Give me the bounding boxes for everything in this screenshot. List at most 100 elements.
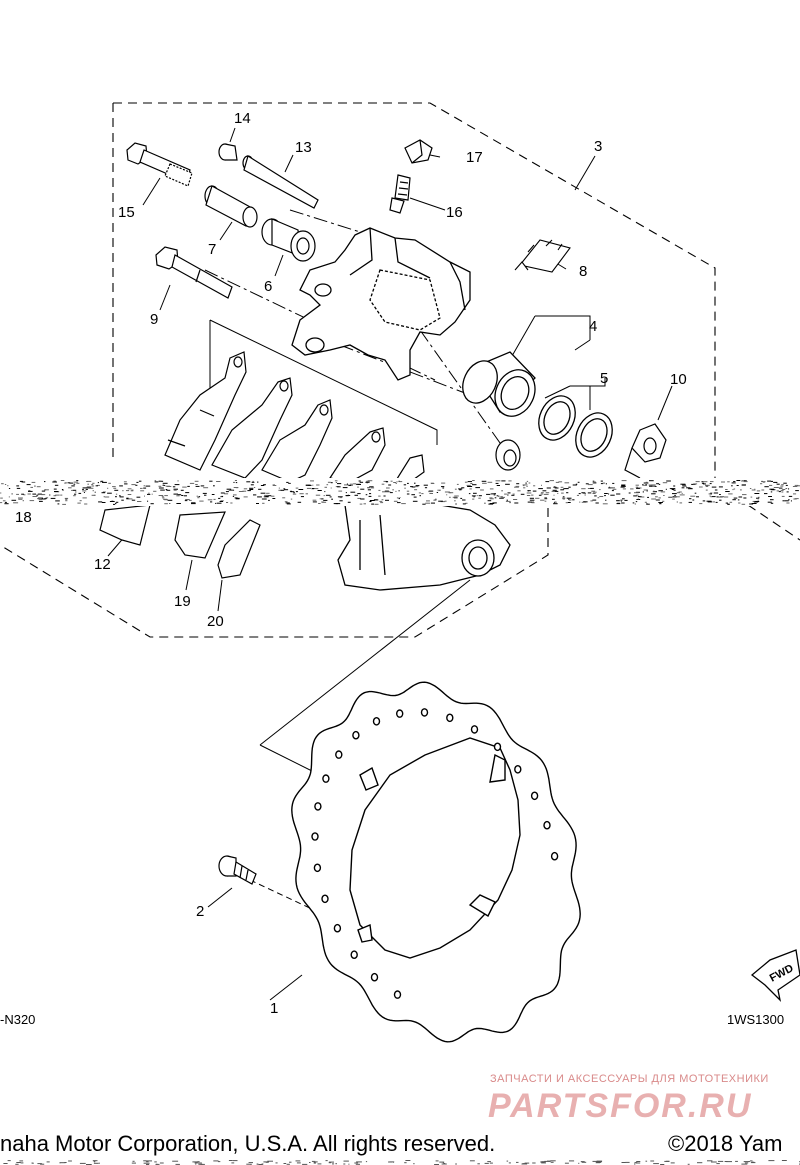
noise-dot (338, 490, 343, 492)
noise-dot (540, 492, 544, 494)
noise-dot (224, 493, 229, 495)
noise-dot (724, 1161, 728, 1162)
noise-dot (300, 496, 304, 498)
noise-dot (92, 490, 94, 492)
noise-dot (712, 501, 715, 503)
noise-dot (349, 483, 353, 485)
noise-dot (541, 1162, 546, 1164)
noise-dot (365, 1161, 368, 1163)
noise-dot (705, 484, 710, 486)
noise-dot (216, 502, 222, 504)
noise-dot (578, 1162, 580, 1164)
noise-dot (95, 485, 98, 487)
noise-dot (147, 500, 149, 502)
noise-dot (150, 503, 154, 505)
noise-dot (547, 1160, 551, 1162)
noise-dot (355, 1163, 360, 1165)
noise-dot (731, 485, 733, 487)
noise-dot (335, 1163, 337, 1165)
noise-dot (329, 496, 332, 498)
noise-dot (107, 487, 109, 489)
noise-dot (743, 497, 747, 499)
noise-dot (252, 480, 254, 482)
watermark: ЗАПЧАСТИ И АКСЕССУАРЫ ДЛЯ МОТОТЕХНИКИ PA… (488, 1073, 768, 1125)
noise-dot (697, 1162, 703, 1164)
noise-dot (328, 1162, 332, 1164)
noise-dot (469, 1160, 475, 1162)
noise-dot (769, 484, 773, 486)
noise-dot (756, 497, 760, 499)
noise-dot (92, 1160, 98, 1162)
cap-14 (218, 143, 238, 161)
noise-dot (649, 485, 653, 487)
noise-dot (612, 488, 617, 490)
noise-dot (418, 492, 421, 494)
noise-dot (356, 1161, 362, 1163)
noise-dot (121, 499, 124, 501)
noise-dot (77, 502, 81, 504)
noise-dot (395, 482, 397, 484)
noise-dot (517, 490, 521, 492)
noise-dot (674, 494, 676, 496)
noise-dot (162, 484, 164, 486)
noise-dot (431, 502, 435, 504)
noise-dot (60, 480, 65, 481)
noise-dot (628, 492, 631, 494)
noise-dot (411, 486, 416, 488)
callout-17: 17 (466, 149, 483, 166)
noise-dot (581, 501, 587, 503)
noise-dot (494, 497, 497, 499)
noise-dot (565, 502, 568, 504)
noise-dot (339, 500, 343, 502)
noise-dot (158, 480, 162, 482)
noise-dot (706, 500, 712, 502)
noise-dot (566, 492, 569, 494)
noise-dot (249, 487, 254, 489)
noise-dot (676, 492, 680, 494)
noise-dot (705, 489, 708, 491)
noise-dot (158, 485, 162, 487)
noise-dot (162, 484, 166, 486)
noise-dot (496, 495, 499, 497)
noise-dot (594, 481, 596, 483)
noise-dot (553, 503, 558, 505)
noise-dot (404, 487, 406, 489)
noise-dot (750, 496, 753, 498)
noise-dot (707, 501, 713, 503)
noise-dot (0, 492, 2, 494)
noise-dot (414, 482, 416, 484)
noise-dot (366, 482, 368, 484)
noise-dot (67, 482, 71, 484)
noise-dot (477, 1163, 480, 1165)
noise-dot (285, 502, 290, 504)
noise-dot (701, 481, 704, 483)
noise-dot (68, 1160, 72, 1162)
noise-dot (143, 1160, 147, 1162)
noise-dot (283, 489, 289, 491)
noise-dot (744, 480, 746, 482)
noise-dot (702, 481, 708, 483)
noise-dot (635, 501, 638, 503)
noise-dot (430, 482, 434, 484)
noise-dot (506, 1160, 509, 1162)
noise-dot (343, 1163, 346, 1165)
noise-dot (123, 481, 127, 483)
callout-9: 9 (150, 311, 158, 328)
noise-dot (434, 499, 437, 501)
noise-dot (486, 493, 491, 495)
noise-dot (360, 488, 365, 490)
noise-dot (55, 500, 60, 502)
noise-dot (286, 1163, 290, 1165)
noise-dot (767, 480, 772, 482)
noise-dot (508, 480, 512, 482)
noise-dot (538, 488, 543, 490)
noise-dot (196, 495, 198, 497)
noise-dot (725, 502, 728, 504)
noise-dot (381, 483, 385, 485)
noise-dot (495, 480, 501, 482)
callout-6: 6 (264, 278, 272, 295)
noise-dot (348, 484, 351, 486)
disc-hole (550, 851, 559, 861)
noise-dot (315, 1161, 318, 1163)
noise-dot (471, 495, 476, 497)
